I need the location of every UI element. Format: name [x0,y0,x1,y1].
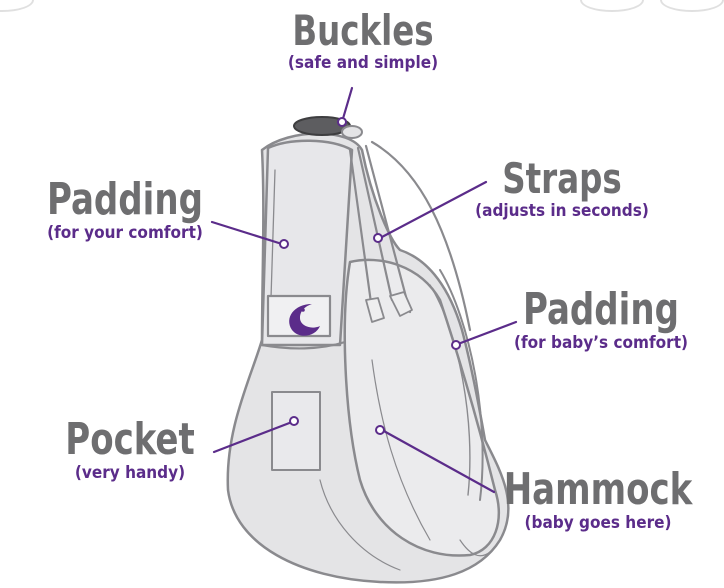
collar-band [260,340,347,350]
label-hammock-title: Hammock [503,464,693,515]
pointer-dot-hammock [375,425,385,435]
pointer-dot-pocket [289,416,299,426]
label-pocket: Pocket (very handy) [30,418,230,482]
label-padding-right-title: Padding [523,284,679,335]
strap-tail-2 [389,291,413,317]
hammock-crease-1 [371,359,431,541]
label-padding-right-sub: (for baby’s comfort) [513,333,689,353]
buckle-ring [341,125,363,139]
strap-right [364,144,412,314]
strap-tail-1 [365,297,385,323]
moon-star-icon [301,308,305,312]
pointer-pocket [212,420,294,454]
moon-logo-icon [289,304,320,336]
label-buckles-title: Buckles [292,6,434,55]
sling-hammock-fold [343,258,500,557]
pointer-padding-right [456,320,518,346]
pointer-buckles [340,86,354,124]
pointer-dot-padding-right [451,340,461,350]
label-padding-left-sub: (for your comfort) [47,223,203,243]
pointer-dot-buckles [337,117,347,127]
pointer-dot-straps [373,233,383,243]
label-padding-left: Padding (for your comfort) [0,178,250,242]
label-straps-sub: (adjusts in seconds) [475,201,649,221]
label-buckles: Buckles (safe and simple) [238,10,488,72]
label-straps: Straps (adjusts in seconds) [432,158,692,220]
pointer-hammock [380,428,496,494]
strap-outer [370,140,472,332]
label-padding-right: Padding (for baby’s comfort) [478,288,724,352]
pointer-padding-left [210,220,284,246]
pointer-dot-padding-left [279,239,289,249]
strap-left [348,148,374,312]
hammock-crease-3 [459,539,491,557]
shoulder-padding-column [260,139,354,347]
label-hammock: Hammock (baby goes here) [478,468,718,532]
pocket-outline [271,391,321,471]
edge-padding [439,269,484,501]
label-hammock-sub: (baby goes here) [524,513,672,533]
label-buckles-sub: (safe and simple) [287,53,439,73]
label-padding-left-title: Padding [47,174,203,225]
label-pocket-sub: (very handy) [74,463,186,483]
label-pocket-title: Pocket [65,414,195,465]
edge-padding-inner [429,284,471,496]
label-straps-title: Straps [502,154,622,203]
strap-mid [356,146,394,302]
pointer-straps [378,180,488,240]
hammock-crease-2 [319,479,401,571]
